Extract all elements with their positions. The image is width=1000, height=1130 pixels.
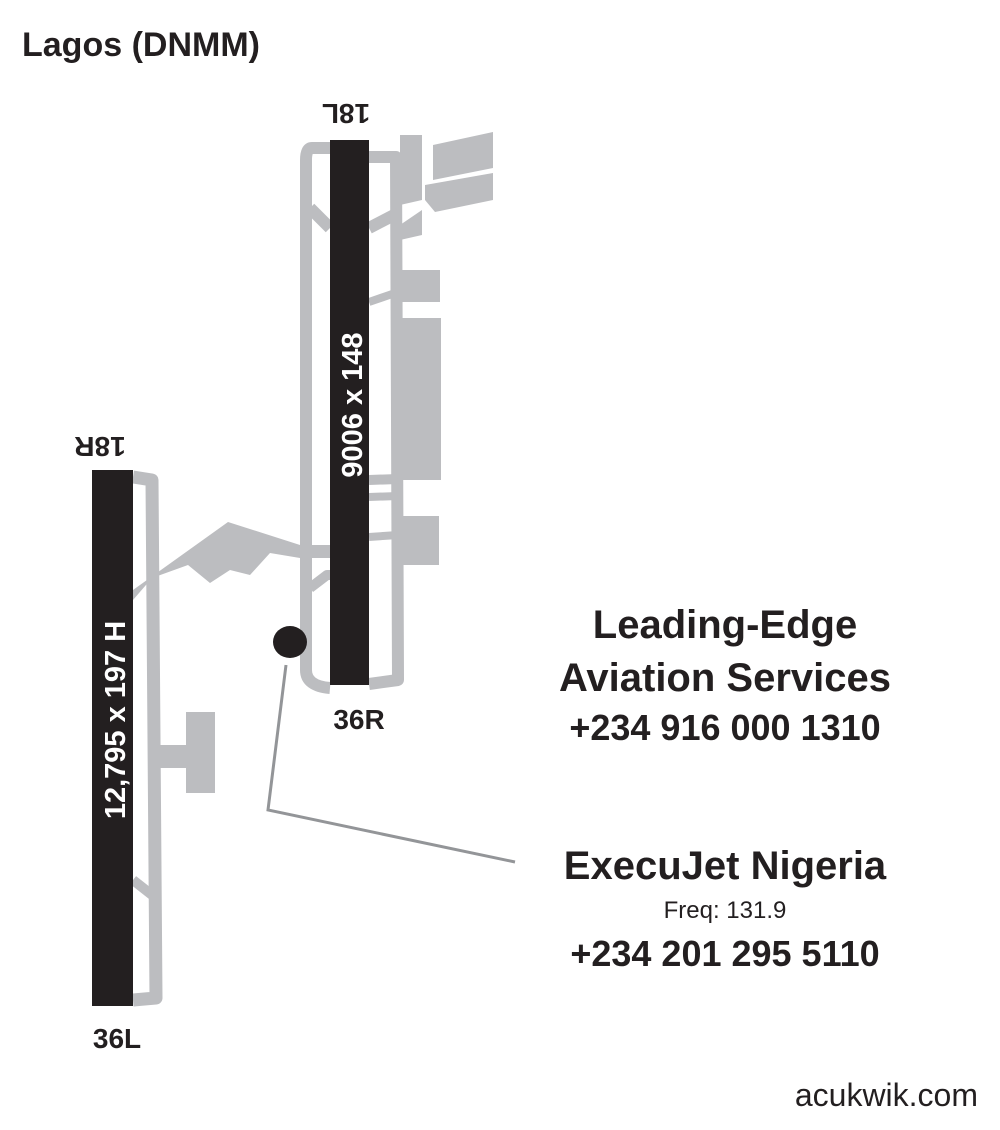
apron xyxy=(400,516,439,565)
fbo-frequency: Freq: 131.9 xyxy=(664,897,787,924)
leader-line xyxy=(266,664,516,864)
apron xyxy=(400,210,422,240)
runway-dimensions: 12,795 x 197 H xyxy=(100,621,132,819)
runway-end-label: 36R xyxy=(333,704,384,735)
taxiway-east-18r xyxy=(131,470,163,1007)
apron xyxy=(425,173,493,212)
fbo-phone: +234 201 295 5110 xyxy=(570,933,879,974)
taxiway-connector xyxy=(368,531,399,541)
page-title: Lagos (DNMM) xyxy=(22,26,260,64)
runway-18r-36l xyxy=(92,470,133,1006)
fbo-name: Aviation Services xyxy=(559,656,891,700)
taxiway-west-18l xyxy=(300,142,331,694)
runway-dimensions: 9006 x 148 xyxy=(337,332,369,477)
apron xyxy=(400,135,422,205)
taxiway-east-18l xyxy=(368,151,404,690)
taxiway-connector xyxy=(368,492,399,501)
runway-18l-36r xyxy=(330,140,369,685)
taxiway-connector xyxy=(366,207,401,234)
fbo-location-marker xyxy=(273,626,307,658)
apron xyxy=(433,132,493,180)
apron xyxy=(152,712,215,793)
taxiway-connector xyxy=(306,570,332,592)
fbo-name: ExecuJet Nigeria xyxy=(564,844,887,888)
apron xyxy=(400,318,441,480)
runway-end-label: 36L xyxy=(93,1023,141,1054)
runway-end-label: 18L xyxy=(322,98,370,129)
fbo-phone: +234 916 000 1310 xyxy=(569,707,880,748)
fbo-name: Leading-Edge xyxy=(593,603,857,647)
footer-credit: acukwik.com xyxy=(795,1077,978,1113)
taxiways xyxy=(129,132,493,1007)
taxiway-connector xyxy=(129,876,156,899)
taxiway-connector xyxy=(367,288,400,306)
crossfield-taxiway xyxy=(133,522,330,600)
taxiway-connector xyxy=(305,203,335,233)
taxiway-connector xyxy=(368,474,399,485)
runway-end-label: 18R xyxy=(74,431,125,462)
apron xyxy=(400,270,440,302)
